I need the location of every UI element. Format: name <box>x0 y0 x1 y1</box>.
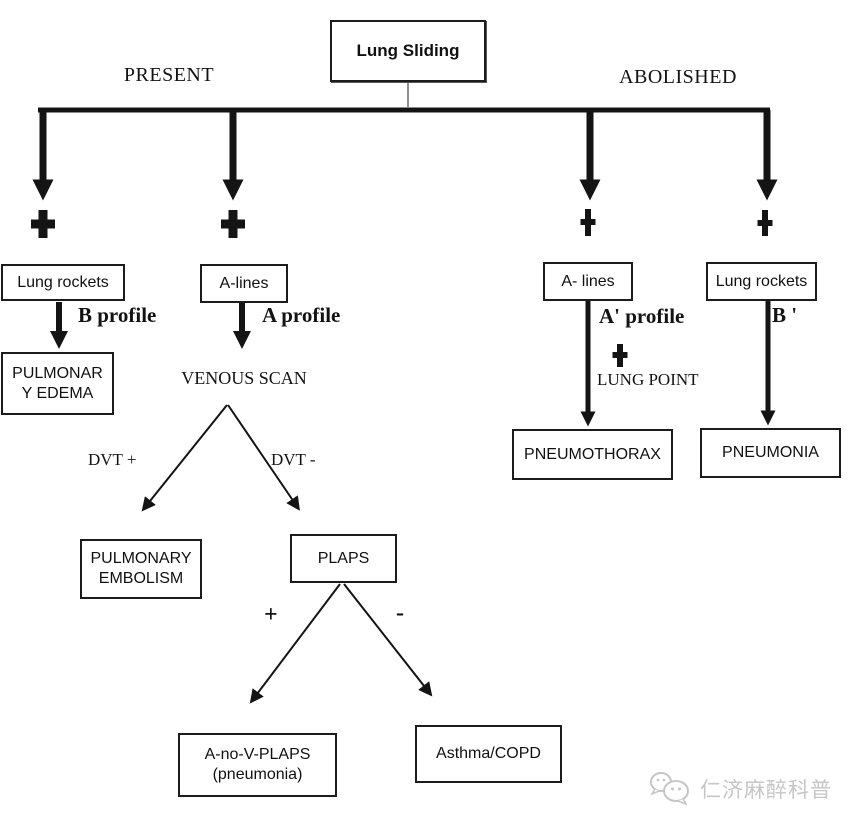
b-profile-label: B profile <box>78 303 157 327</box>
arrow-dvt-negative <box>227 404 300 511</box>
pulmonary-edema-line2: Y EDEMA <box>21 384 94 402</box>
plaps-positive-sign: + <box>264 602 278 628</box>
pulmonary-embolism-line1: PULMONARY <box>90 550 192 567</box>
plus-icon <box>612 344 628 367</box>
dvt-positive-label: DVT + <box>88 450 137 469</box>
arrow-dvt-positive <box>141 404 228 512</box>
a-no-v-plaps-line2: (pneumonia) <box>212 766 303 783</box>
pulmonary-edema-box: PULMONAR Y EDEMA <box>1 352 114 415</box>
asthma-copd-label: Asthma/COPD <box>436 745 541 762</box>
pulmonary-embolism-box: PULMONARY EMBOLISM <box>80 539 202 599</box>
a-lines-right-label: A- lines <box>561 272 615 290</box>
watermark: 仁济麻醉科普 <box>648 770 832 808</box>
lung-point-label: LUNG POINT <box>597 370 699 389</box>
a-lines-right-box: A- lines <box>543 262 633 301</box>
lung-sliding-label: Lung Sliding <box>356 41 460 61</box>
b-prime-label: B ' <box>772 303 798 327</box>
lung-rockets-left-label: Lung rockets <box>17 273 109 291</box>
lung-rockets-left-box: Lung rockets <box>1 264 125 301</box>
a-prime-profile-label: A' profile <box>599 304 685 328</box>
lung-rockets-right-label: Lung rockets <box>715 272 808 290</box>
plus-icon <box>31 210 55 238</box>
venous-scan-label: VENOUS SCAN <box>181 368 307 388</box>
pneumonia-label: PNEUMONIA <box>722 444 819 461</box>
plaps-negative-sign: - <box>396 600 404 626</box>
arrow-plaps-positive <box>249 583 341 704</box>
pulmonary-edema-line1: PULMONAR <box>12 364 103 382</box>
lung-sliding-box: Lung Sliding <box>330 20 486 82</box>
plaps-box: PLAPS <box>290 534 397 583</box>
asthma-copd-box: Asthma/COPD <box>415 725 562 783</box>
plus-icon <box>757 210 773 236</box>
wechat-bubbles-icon <box>650 772 689 806</box>
a-lines-left-label: A-lines <box>219 274 269 292</box>
pneumonia-box: PNEUMONIA <box>700 428 841 478</box>
lung-rockets-right-box: Lung rockets <box>706 262 817 301</box>
watermark-text: 仁济麻醉科普 <box>700 779 832 802</box>
abolished-label: ABOLISHED <box>619 66 737 88</box>
pneumothorax-label: PNEUMOTHORAX <box>524 445 661 463</box>
arrow-plaps-negative <box>343 583 433 697</box>
a-profile-label: A profile <box>262 303 341 327</box>
plus-icon <box>221 210 245 238</box>
plaps-label: PLAPS <box>317 549 370 567</box>
a-no-v-plaps-line1: A-no-V-PLAPS <box>204 746 311 763</box>
plus-icon <box>580 209 596 236</box>
dvt-negative-label: DVT - <box>271 450 316 469</box>
pulmonary-embolism-line2: EMBOLISM <box>98 570 184 587</box>
present-label: PRESENT <box>123 64 215 86</box>
a-no-v-plaps-box: A-no-V-PLAPS (pneumonia) <box>178 733 337 797</box>
a-lines-left-box: A-lines <box>200 264 288 303</box>
pneumothorax-box: PNEUMOTHORAX <box>512 429 673 480</box>
